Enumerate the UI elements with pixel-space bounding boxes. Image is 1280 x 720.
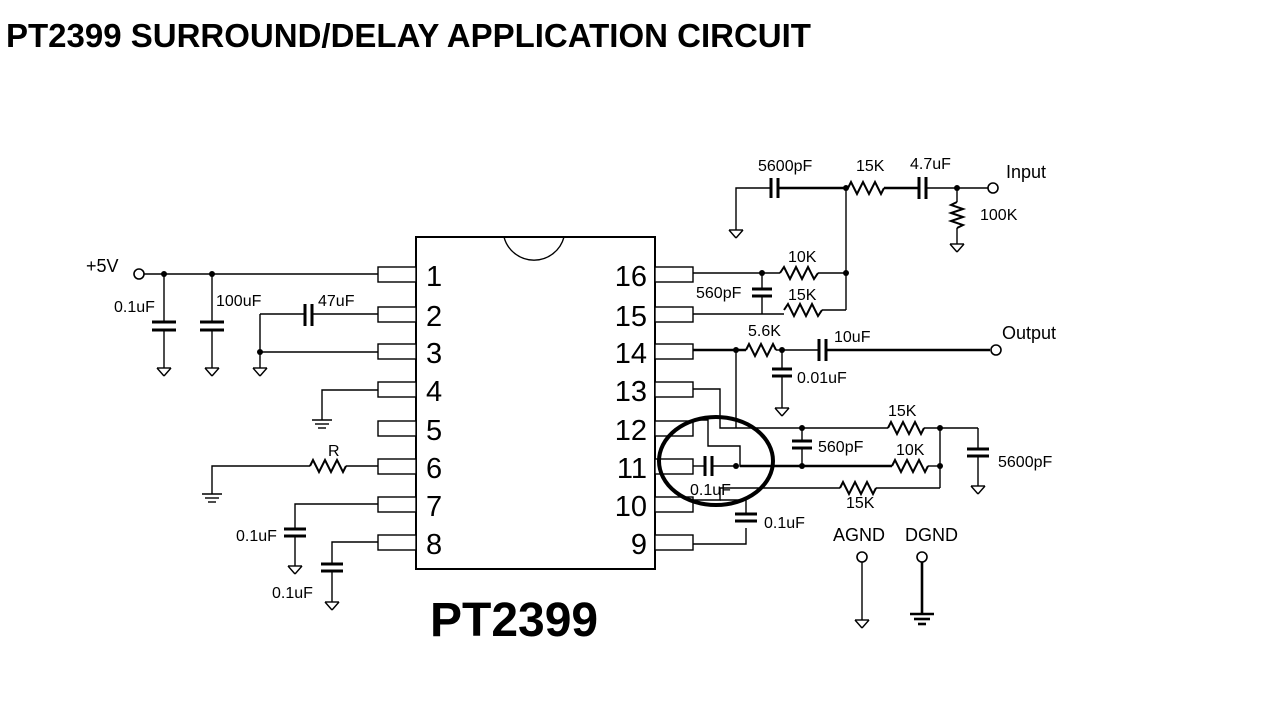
c-in-top-label: 5600pF xyxy=(758,158,812,175)
c-9-label: 0.1uF xyxy=(764,515,805,532)
c-pin7-label: 0.1uF xyxy=(236,528,277,545)
input-network xyxy=(728,177,999,310)
ic-package xyxy=(415,236,656,570)
r-12-15k-label: 15K xyxy=(888,403,917,420)
pin16-pin15-network xyxy=(693,264,849,319)
c-in-coupling-label: 4.7uF xyxy=(910,156,951,173)
c-pin8-label: 0.1uF xyxy=(272,585,313,602)
pin-6-label: 6 xyxy=(426,453,442,485)
r-16-a-label: 10K xyxy=(788,249,817,266)
pin-10-label: 10 xyxy=(615,491,647,523)
r-in-shunt-label: 100K xyxy=(980,207,1018,224)
c-11-label: 0.1uF xyxy=(690,482,731,499)
c-out-label: 10uF xyxy=(834,329,871,346)
pin-13-label: 13 xyxy=(615,376,647,408)
pin-8-label: 8 xyxy=(426,529,442,561)
power-terminal xyxy=(133,268,145,280)
power-label: +5V xyxy=(86,256,119,276)
ic-notch xyxy=(503,236,565,261)
c-16-label: 560pF xyxy=(696,285,742,302)
input-terminal xyxy=(987,182,999,194)
r-pin6-label: R xyxy=(328,443,340,460)
pin7-network xyxy=(284,503,378,575)
chip-label: PT2399 xyxy=(430,594,598,647)
r-in-top-label: 15K xyxy=(856,158,885,175)
right-pins xyxy=(654,266,694,551)
output-label: Output xyxy=(1002,323,1056,343)
r-14-label: 5.6K xyxy=(748,323,781,340)
agnd-terminal xyxy=(856,551,868,563)
highlight-circle xyxy=(657,415,775,507)
pin-1-label: 1 xyxy=(426,261,442,293)
r-12-10k-label: 10K xyxy=(896,442,925,459)
c-14-shunt-label: 0.01uF xyxy=(797,370,847,387)
pin-2-label: 2 xyxy=(426,301,442,333)
pin-9-label: 9 xyxy=(631,529,647,561)
ground-terminals xyxy=(854,551,934,629)
dgnd-label: DGND xyxy=(905,525,958,545)
pin-4-label: 4 xyxy=(426,376,442,408)
pin-5-label: 5 xyxy=(426,415,442,447)
pin-15-label: 15 xyxy=(615,301,647,333)
r-11-15k-label: 15K xyxy=(846,495,875,512)
pin4-ground xyxy=(311,389,378,429)
pin8-network xyxy=(321,541,378,611)
pin-12-label: 12 xyxy=(615,415,647,447)
pin14-output-network xyxy=(693,339,1002,428)
dgnd-terminal xyxy=(916,551,928,563)
pin-16-label: 16 xyxy=(615,261,647,293)
input-label: Input xyxy=(1006,162,1046,182)
c-12-5600-label: 5600pF xyxy=(998,454,1052,471)
c-pin2-label: 47uF xyxy=(318,293,355,310)
pin-14-label: 14 xyxy=(615,338,647,370)
pin-7-label: 7 xyxy=(426,491,442,523)
filter-network xyxy=(693,388,989,545)
power-rail xyxy=(133,268,378,377)
left-pins xyxy=(377,266,417,551)
pin6-network xyxy=(201,457,378,503)
c-12-560-label: 560pF xyxy=(818,439,864,456)
r-16-b-label: 15K xyxy=(788,287,817,304)
c-pwr-b-label: 100uF xyxy=(216,293,262,310)
agnd-label: AGND xyxy=(833,525,885,545)
diagram-title: PT2399 SURROUND/DELAY APPLICATION CIRCUI… xyxy=(6,17,811,54)
pin-3-label: 3 xyxy=(426,338,442,370)
output-terminal xyxy=(990,344,1002,356)
c-pwr-a-label: 0.1uF xyxy=(114,299,155,316)
pin2-pin3-network xyxy=(252,304,378,377)
pin-11-label: 11 xyxy=(617,453,647,485)
